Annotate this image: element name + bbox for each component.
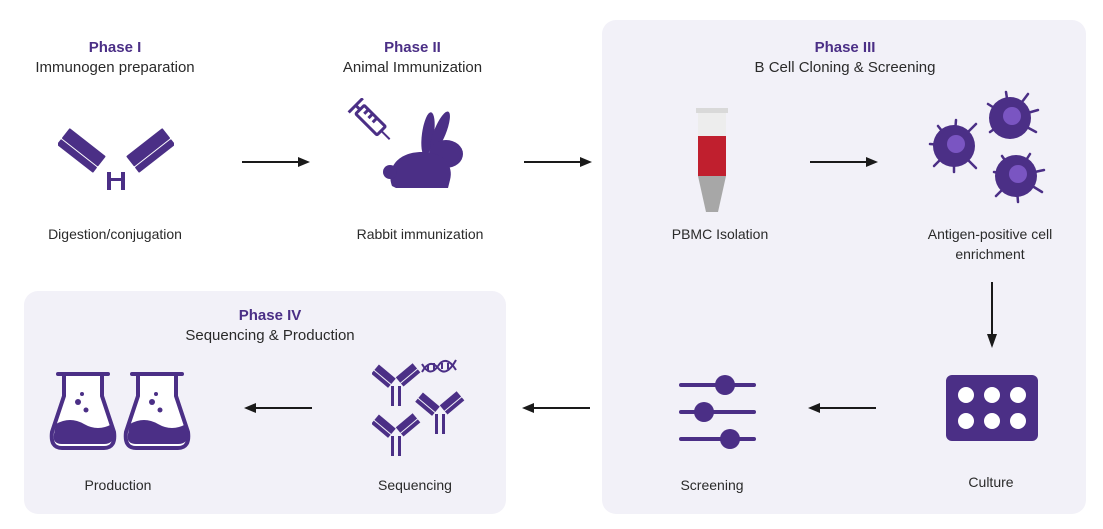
phase4-number: Phase IV [238, 307, 302, 324]
arrow-right [810, 157, 878, 167]
antibody-icon [58, 128, 174, 190]
rabbit-icon [383, 111, 463, 188]
sliders-icon [679, 375, 756, 449]
phase1-heading: Phase I Immunogen preparation [0, 38, 230, 78]
arrow-right [524, 157, 592, 167]
phase2-number: Phase II [384, 39, 441, 56]
sequencing-label: Sequencing [378, 477, 452, 493]
rabbit-immunization-label: Rabbit immunization [356, 226, 484, 242]
pbmc-label: PBMC Isolation [671, 226, 769, 242]
arrow-left [808, 403, 876, 413]
flasks-icon [49, 372, 191, 450]
phase4-heading: Phase IV Sequencing & Production [150, 306, 390, 346]
phase2-title: Animal Immunization [342, 59, 483, 76]
phase2-heading: Phase II Animal Immunization [300, 38, 525, 78]
test-tube-icon [696, 108, 728, 212]
production-label: Production [84, 477, 152, 493]
arrow-left [522, 403, 590, 413]
phase1-title: Immunogen preparation [35, 59, 195, 76]
arrow-down [987, 282, 997, 348]
arrow-right [242, 157, 310, 167]
culture-label: Culture [968, 474, 1014, 490]
syringe-icon [347, 98, 391, 140]
digestion-label: Digestion/conjugation [48, 226, 182, 242]
phase4-title: Sequencing & Production [185, 327, 355, 344]
arrow-left [244, 403, 312, 413]
sequencing-antibodies-icon [372, 359, 465, 456]
phase3-heading: Phase III B Cell Cloning & Screening [720, 38, 970, 78]
enrichment-label-line1: Antigen-positive cell [927, 226, 1053, 242]
enrichment-label-line2: enrichment [955, 246, 1025, 262]
screening-label: Screening [680, 477, 744, 493]
b-cells-icon [928, 90, 1046, 204]
phase1-number: Phase I [88, 39, 142, 56]
culture-plate-icon [946, 375, 1038, 441]
enrichment-label: Antigen-positive cell enrichment [895, 224, 1085, 264]
phase3-number: Phase III [814, 39, 876, 56]
phase3-title: B Cell Cloning & Screening [754, 59, 936, 76]
